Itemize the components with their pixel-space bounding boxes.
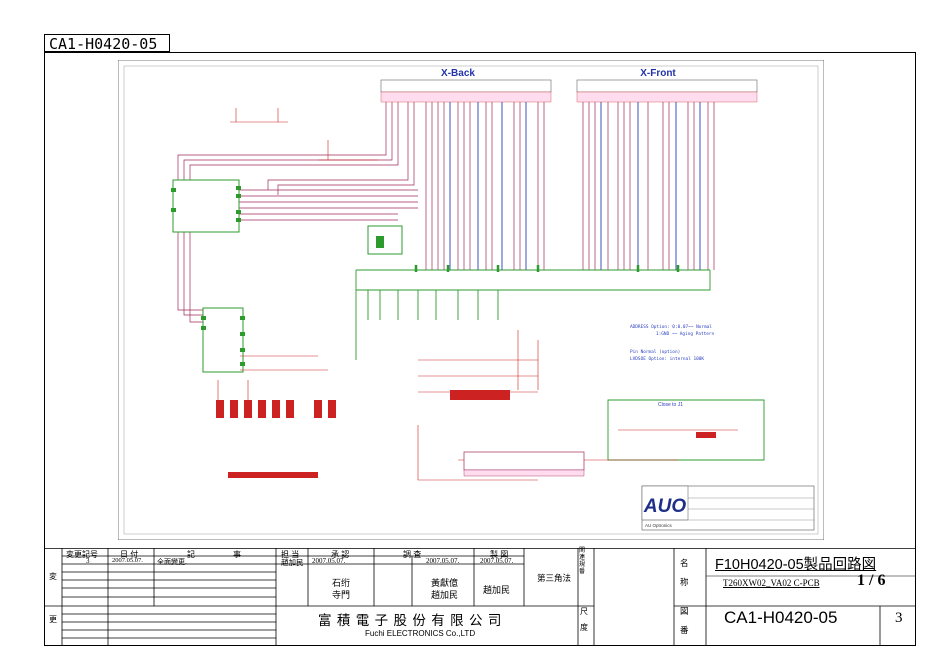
document-code-tab: CA1-H0420-05 xyxy=(44,34,170,53)
company-name-cn: 富 積 電 子 股 份 有 限 公 司 xyxy=(318,613,503,628)
ic-left-lower xyxy=(201,307,245,373)
notes: ADDRESS Option: 0:0.07~~ Normal 1:GND ~~… xyxy=(630,324,715,362)
drawing-subtitle: T260XW02_VA02 C-PCB xyxy=(723,578,820,588)
auo-title-block xyxy=(641,485,815,531)
approve-name-1: 石绗 xyxy=(332,578,351,588)
auo-logo: AUO xyxy=(643,496,686,517)
side-label-change-2: 更 xyxy=(49,615,57,624)
x-back-connector xyxy=(380,79,552,103)
approve-name-2: 寺門 xyxy=(332,590,351,600)
ic-middle xyxy=(367,225,403,255)
title-block-grid xyxy=(44,548,916,646)
header-draw: 製 図 xyxy=(490,550,509,559)
related-label: 関連規番 xyxy=(579,548,586,575)
row1-note: 全面變更. xyxy=(157,558,187,566)
drawing-no-label-a: 図 xyxy=(680,606,689,616)
blue-nets xyxy=(449,102,701,270)
name-label-a: 名 xyxy=(680,558,689,568)
close-to-j1-label: Close to J1 xyxy=(658,402,683,408)
svg-text:ADDRESS Option: 0:0.07~~ Norma: ADDRESS Option: 0:0.07~~ Normal xyxy=(630,324,712,330)
header-check: 調 査 xyxy=(403,550,422,559)
scale-label-b: 度 xyxy=(580,623,588,632)
header-change-no: 変更記号 xyxy=(66,550,98,559)
row1-check-date: 2007.05.07. xyxy=(426,557,460,565)
header-note-b: 事 xyxy=(233,550,241,559)
company-name-en: Fuchi ELECTRONICS Co.,LTD xyxy=(365,629,476,638)
svg-text:LVDSOE Option: internal 100K: LVDSOE Option: internal 100K xyxy=(630,356,704,362)
drawing-no-label-b: 番 xyxy=(680,625,689,635)
header-date: 日 付 xyxy=(120,550,139,559)
drawing-frame xyxy=(44,52,916,646)
header-note-a: 記 xyxy=(187,550,195,559)
header-person: 担 当 xyxy=(281,550,300,559)
sheet-number: 1 / 6 xyxy=(857,572,886,589)
svg-text:1:GND ~~ Aging Pattern: 1:GND ~~ Aging Pattern xyxy=(656,331,715,337)
drawing-number: CA1-H0420-05 xyxy=(724,608,838,627)
svg-text:Pin Normal (option): Pin Normal (option) xyxy=(630,349,680,355)
component-labels xyxy=(216,390,716,478)
ic-left-upper xyxy=(171,179,241,233)
schematic-diagram: X-Back X-Front xyxy=(118,60,824,540)
revision-number: 3 xyxy=(895,610,903,626)
row1-person: 趙加民 xyxy=(281,558,304,567)
scale-label-a: 尺 xyxy=(580,607,588,616)
row1-date: 2007.05.07. xyxy=(112,557,143,564)
header-approve: 承 認 xyxy=(331,550,350,559)
bus-taps xyxy=(414,265,680,272)
bottom-connector xyxy=(463,451,585,477)
row1-draw-date: 2007.05.07. xyxy=(480,557,514,565)
draw-name: 趙加民 xyxy=(483,585,511,595)
connector-nets xyxy=(177,102,715,323)
projection-method: 第三角法 xyxy=(537,573,572,583)
check-name-1: 黃獻億 xyxy=(431,578,459,588)
auo-company-name: AU Optronics xyxy=(645,523,673,528)
x-front-label: X-Front xyxy=(640,68,676,79)
drawing-title: F10H0420-05製品回路図 xyxy=(715,557,877,573)
check-name-2: 趙加民 xyxy=(431,590,459,600)
row1-change-no: 3 xyxy=(86,557,90,565)
x-back-label: X-Back xyxy=(441,68,475,79)
x-front-connector xyxy=(576,79,758,103)
row1-approve-date: 2007.05.07. xyxy=(312,557,346,565)
name-label-b: 称 xyxy=(680,577,689,587)
side-label-change: 変 xyxy=(49,572,57,581)
